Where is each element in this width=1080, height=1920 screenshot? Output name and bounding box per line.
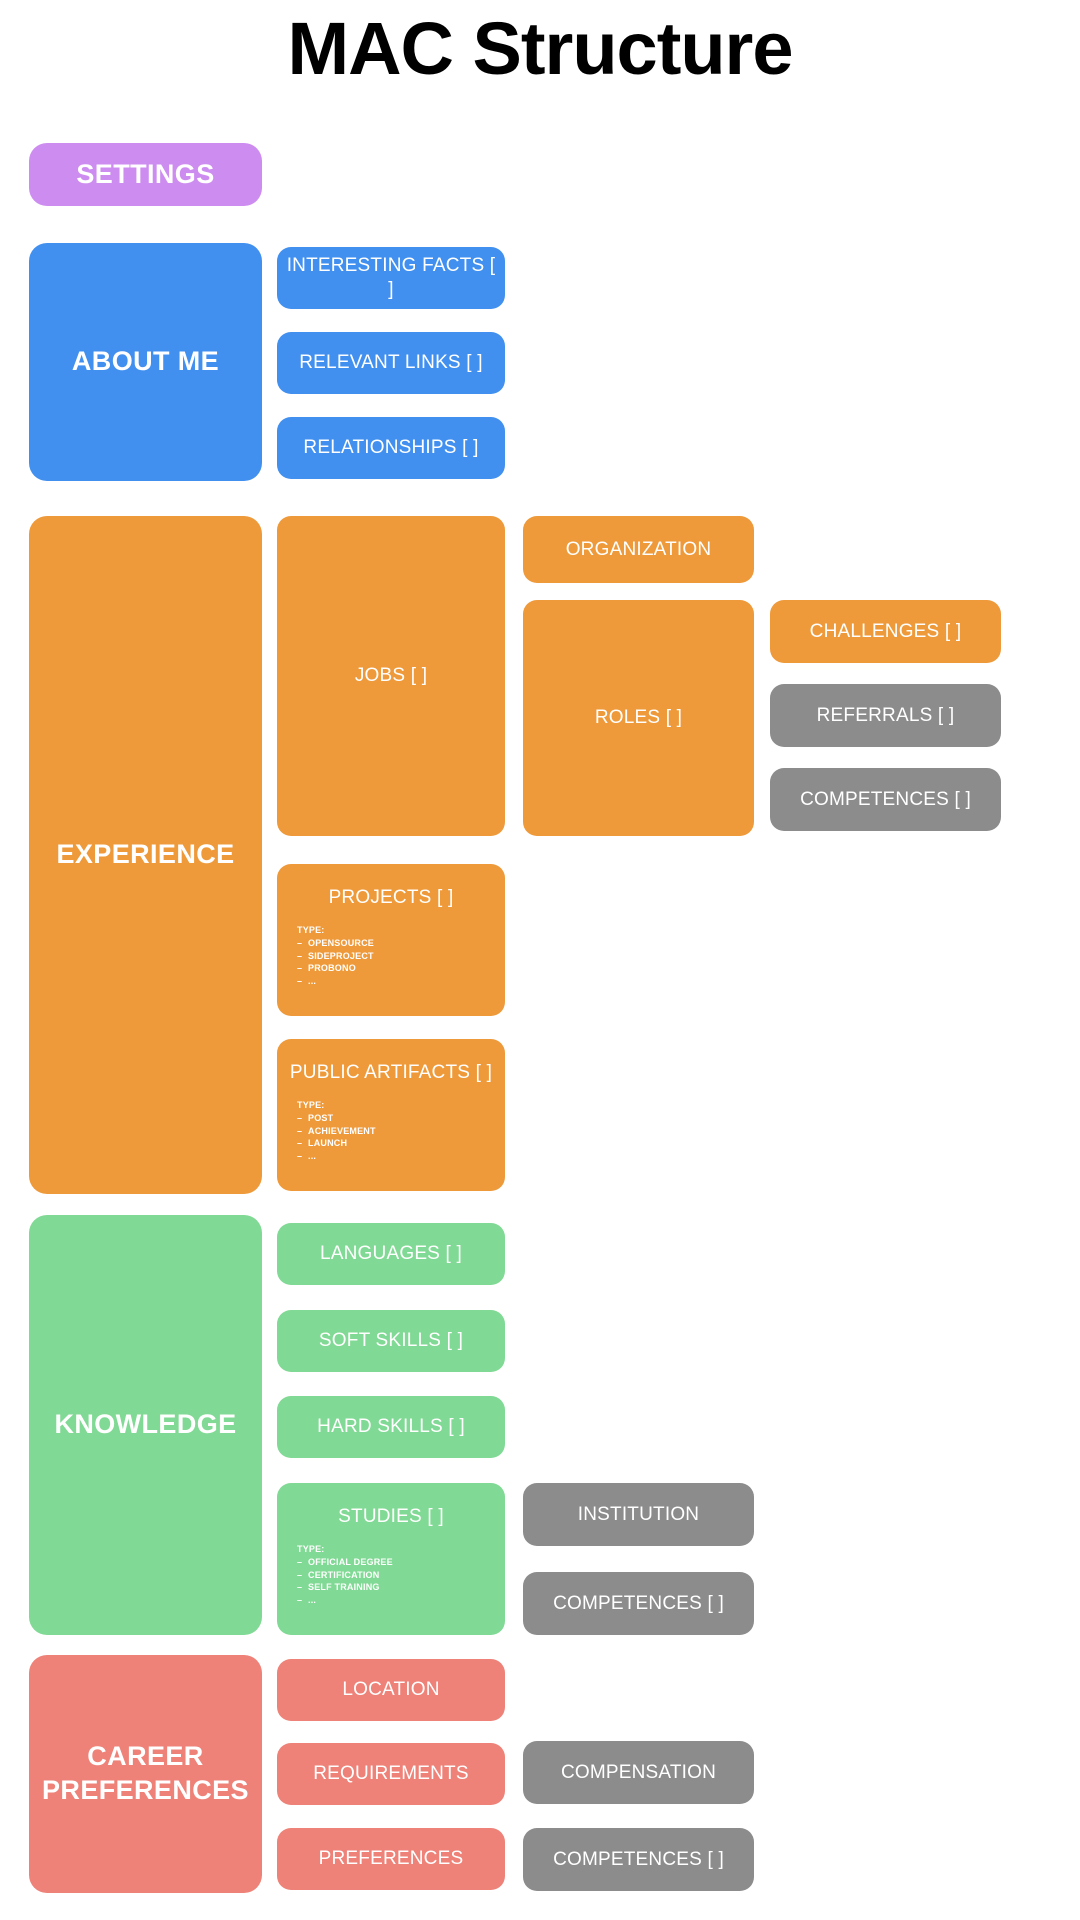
node-career-preferences-label: CAREER PREFERENCES — [42, 1741, 249, 1805]
node-settings-label: SETTINGS — [76, 158, 215, 189]
public-artifacts-type-item-text: ACHIEVEMENT — [308, 1125, 376, 1136]
node-about-me-label: ABOUT ME — [71, 346, 220, 377]
studies-type-item: –SELF TRAINING — [297, 1582, 380, 1593]
public-artifacts-type-item: –LAUNCH — [297, 1138, 348, 1149]
studies-type-item-text: ... — [308, 1594, 317, 1605]
node-settings[interactable]: SETTINGS — [29, 143, 262, 206]
node-institution-label: INSTITUTION — [577, 1503, 700, 1525]
node-roles[interactable]: ROLES [ ] — [523, 600, 754, 836]
public-artifacts-type-item: –... — [297, 1150, 317, 1161]
projects-type-label: TYPE: — [297, 924, 325, 935]
node-experience-label: EXPERIENCE — [56, 839, 235, 870]
node-requirements-label: REQUIREMENTS — [313, 1763, 469, 1785]
node-competences-career[interactable]: COMPETENCES [ ] — [523, 1828, 754, 1891]
projects-type-list: TYPE: –OPENSOURCE –SIDEPROJECT –PROBONO … — [283, 924, 499, 988]
node-studies-label: STUDIES [ ] — [338, 1506, 444, 1527]
node-relevant-links-label: RELEVANT LINKS [ ] — [299, 352, 483, 374]
studies-type-item-text: OFFICIAL DEGREE — [308, 1557, 393, 1568]
public-artifacts-type-item-text: LAUNCH — [308, 1138, 348, 1149]
public-artifacts-type-item-text: POST — [308, 1113, 334, 1124]
node-jobs-label: JOBS [ ] — [354, 665, 428, 687]
node-competences-knowledge[interactable]: COMPETENCES [ ] — [523, 1572, 754, 1635]
studies-type-label: TYPE: — [297, 1543, 325, 1554]
public-artifacts-type-list: TYPE: –POST –ACHIEVEMENT –LAUNCH –... — [283, 1099, 499, 1163]
node-interesting-facts[interactable]: INTERESTING FACTS [ ] — [277, 247, 505, 309]
node-preferences-label: PREFERENCES — [318, 1848, 464, 1870]
node-relationships-label: RELATIONSHIPS [ ] — [303, 437, 479, 459]
node-institution[interactable]: INSTITUTION — [523, 1483, 754, 1546]
projects-type-item-text: PROBONO — [308, 963, 356, 974]
node-knowledge[interactable]: KNOWLEDGE — [29, 1215, 262, 1635]
node-preferences[interactable]: PREFERENCES — [277, 1828, 505, 1890]
projects-type-item: –SIDEPROJECT — [297, 950, 374, 961]
node-relationships[interactable]: RELATIONSHIPS [ ] — [277, 417, 505, 479]
node-organization[interactable]: ORGANIZATION — [523, 516, 754, 583]
node-projects-label: PROJECTS [ ] — [328, 887, 454, 908]
node-soft-skills-label: SOFT SKILLS [ ] — [318, 1330, 464, 1352]
node-relevant-links[interactable]: RELEVANT LINKS [ ] — [277, 332, 505, 394]
studies-type-item: –OFFICIAL DEGREE — [297, 1557, 393, 1568]
studies-type-item-text: SELF TRAINING — [308, 1582, 380, 1593]
projects-type-item: –OPENSOURCE — [297, 938, 375, 949]
node-competences-knowledge-label: COMPETENCES [ ] — [553, 1592, 724, 1614]
node-hard-skills-label: HARD SKILLS [ ] — [317, 1416, 465, 1438]
projects-type-item: –PROBONO — [297, 963, 356, 974]
node-interesting-facts-label: INTERESTING FACTS [ ] — [286, 255, 496, 300]
node-jobs[interactable]: JOBS [ ] — [277, 516, 505, 836]
projects-type-item-text: ... — [308, 975, 317, 986]
node-referrals[interactable]: REFERRALS [ ] — [770, 684, 1001, 747]
node-knowledge-label: KNOWLEDGE — [54, 1409, 237, 1440]
node-compensation-label: COMPENSATION — [560, 1761, 717, 1783]
node-challenges[interactable]: CHALLENGES [ ] — [770, 600, 1001, 663]
node-challenges-label: CHALLENGES [ ] — [809, 620, 962, 642]
node-hard-skills[interactable]: HARD SKILLS [ ] — [277, 1396, 505, 1458]
public-artifacts-type-item-text: ... — [308, 1150, 317, 1161]
node-competences-experience[interactable]: COMPETENCES [ ] — [770, 768, 1001, 831]
public-artifacts-type-item: –POST — [297, 1113, 334, 1124]
node-public-artifacts[interactable]: PUBLIC ARTIFACTS [ ] TYPE: –POST –ACHIEV… — [277, 1039, 505, 1191]
node-requirements[interactable]: REQUIREMENTS — [277, 1743, 505, 1805]
node-compensation[interactable]: COMPENSATION — [523, 1741, 754, 1804]
node-soft-skills[interactable]: SOFT SKILLS [ ] — [277, 1310, 505, 1372]
node-experience[interactable]: EXPERIENCE — [29, 516, 262, 1194]
node-location-label: LOCATION — [342, 1679, 440, 1701]
page-title: MAC Structure — [287, 7, 793, 90]
node-studies[interactable]: STUDIES [ ] TYPE: –OFFICIAL DEGREE –CERT… — [277, 1483, 505, 1635]
node-competences-experience-label: COMPETENCES [ ] — [800, 788, 971, 810]
projects-type-item-text: OPENSOURCE — [308, 938, 375, 949]
projects-type-item-text: SIDEPROJECT — [308, 950, 374, 961]
studies-type-item: –CERTIFICATION — [297, 1569, 380, 1580]
studies-type-list: TYPE: –OFFICIAL DEGREE –CERTIFICATION –S… — [283, 1543, 499, 1607]
public-artifacts-type-item: –ACHIEVEMENT — [297, 1125, 376, 1136]
node-referrals-label: REFERRALS [ ] — [816, 704, 955, 726]
studies-type-item: –... — [297, 1594, 317, 1605]
node-organization-label: ORGANIZATION — [565, 538, 712, 560]
public-artifacts-type-label: TYPE: — [297, 1099, 325, 1110]
node-projects[interactable]: PROJECTS [ ] TYPE: –OPENSOURCE –SIDEPROJ… — [277, 864, 505, 1016]
node-location[interactable]: LOCATION — [277, 1659, 505, 1721]
node-competences-career-label: COMPETENCES [ ] — [553, 1848, 724, 1870]
node-about-me[interactable]: ABOUT ME — [29, 243, 262, 481]
studies-type-item-text: CERTIFICATION — [308, 1569, 380, 1580]
node-career-preferences[interactable]: CAREER PREFERENCES — [29, 1655, 262, 1893]
node-languages[interactable]: LANGUAGES [ ] — [277, 1223, 505, 1285]
projects-type-item: –... — [297, 975, 317, 986]
node-roles-label: ROLES [ ] — [594, 707, 683, 729]
node-public-artifacts-label: PUBLIC ARTIFACTS [ ] — [289, 1062, 493, 1083]
node-languages-label: LANGUAGES [ ] — [320, 1243, 462, 1265]
